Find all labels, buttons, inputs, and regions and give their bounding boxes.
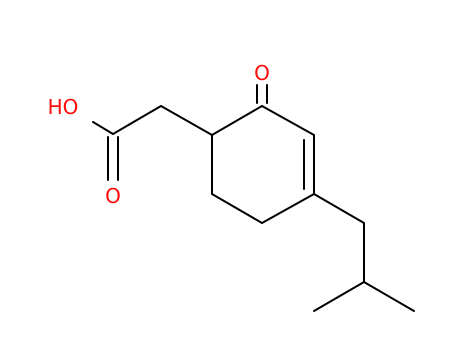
ring-bond-c5-c6	[211, 193, 263, 224]
acid-hydroxyl-bond	[92, 121, 114, 135]
ring-bond-c1-c2	[211, 105, 263, 136]
ring-bond-c2-c3	[261, 105, 315, 136]
ring-bond-c4-c5	[261, 193, 315, 224]
chain-bond-c4-ch2	[313, 193, 365, 224]
hydroxyl-label: HO	[48, 95, 79, 119]
chain-bond-ch-methyl-right	[363, 281, 415, 312]
carbonyl-oxygen-label: O	[105, 184, 121, 208]
chain-bond-ch2-cooh	[112, 105, 162, 135]
ketone-oxygen-label: O	[254, 61, 270, 85]
chain-bond-c1-ch2	[160, 105, 213, 136]
chain-bond-ch-methyl-left	[313, 281, 365, 312]
